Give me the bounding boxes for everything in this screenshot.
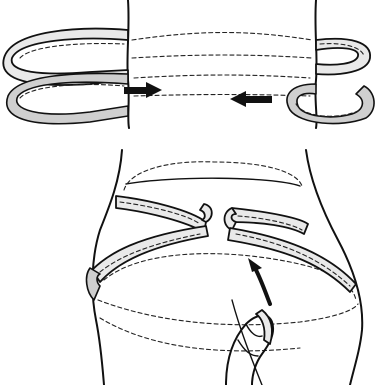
waist-dashed-line-bottom — [134, 95, 310, 97]
hip-tape — [87, 226, 356, 300]
waist-panel — [3, 0, 374, 128]
hand-thumb — [246, 324, 262, 336]
hand-held-tape — [256, 310, 272, 344]
waist-tape-left-end — [116, 196, 206, 232]
waist-back-tape — [116, 196, 308, 234]
right-tape-loop — [287, 39, 374, 124]
right-arrow-shaft — [124, 87, 146, 94]
hip-dashed-top — [124, 162, 302, 190]
waist-dashed-line-top — [132, 33, 312, 41]
up-arrow — [248, 258, 270, 304]
waist-dashed-line-mid-2 — [134, 75, 310, 78]
left-tape-dashes — [20, 44, 124, 58]
hand — [226, 310, 273, 385]
left-arrow-head-icon — [230, 91, 246, 107]
hips-panel — [87, 150, 363, 385]
hip-dashed-lower — [98, 300, 358, 325]
right-arrow-head-icon — [146, 82, 162, 98]
left-tape-loop — [3, 29, 128, 124]
right-tape-lower-band — [287, 84, 374, 124]
left-arrow-shaft — [246, 96, 272, 103]
up-arrow-shaft — [256, 270, 270, 304]
waist-dashed-line-mid-1 — [132, 55, 312, 58]
left-arrow — [230, 91, 272, 107]
waist-tape-left-fold — [200, 204, 212, 222]
hip-tape-left-end — [87, 268, 100, 300]
upper-waist-curve — [126, 178, 300, 186]
